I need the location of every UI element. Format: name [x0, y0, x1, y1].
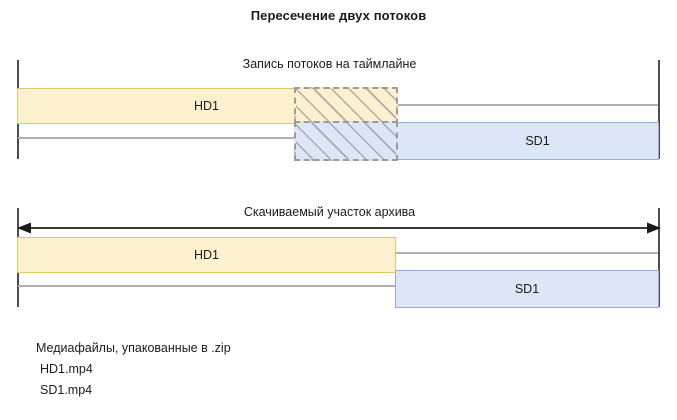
- timeline-overlap-sd-region: [294, 121, 398, 161]
- file-item-sd1: SD1.mp4: [40, 383, 93, 397]
- timeline-right-boundary-rule: [658, 60, 660, 159]
- packaged-files-heading: Медиафайлы, упакованные в .zip: [36, 341, 231, 355]
- download-range-double-arrow: [14, 219, 664, 237]
- timeline-overlap-hd-region: [294, 87, 398, 125]
- download-hd1-bar[interactable]: HD1: [17, 237, 396, 273]
- download-section-caption: Скачиваемый участок архива: [243, 205, 416, 219]
- page-title: Пересечение двух потоков: [250, 8, 427, 23]
- download-right-boundary-rule: [658, 208, 660, 307]
- timeline-section-caption: Запись потоков на таймлайне: [242, 57, 417, 71]
- file-item-hd1: HD1.mp4: [40, 362, 93, 376]
- download-sd1-bar[interactable]: SD1: [395, 270, 659, 308]
- packaged-files-list: Медиафайлы, упакованные в .zip HD1.mp4 S…: [36, 341, 231, 404]
- download-hd1-bar-label: HD1: [193, 248, 219, 262]
- timeline-hd1-bar-label: HD1: [193, 99, 219, 113]
- download-sd1-bar-label: SD1: [514, 282, 540, 296]
- timeline-sd1-bar-label: SD1: [525, 134, 550, 148]
- download-sd-track-rule: [18, 285, 658, 287]
